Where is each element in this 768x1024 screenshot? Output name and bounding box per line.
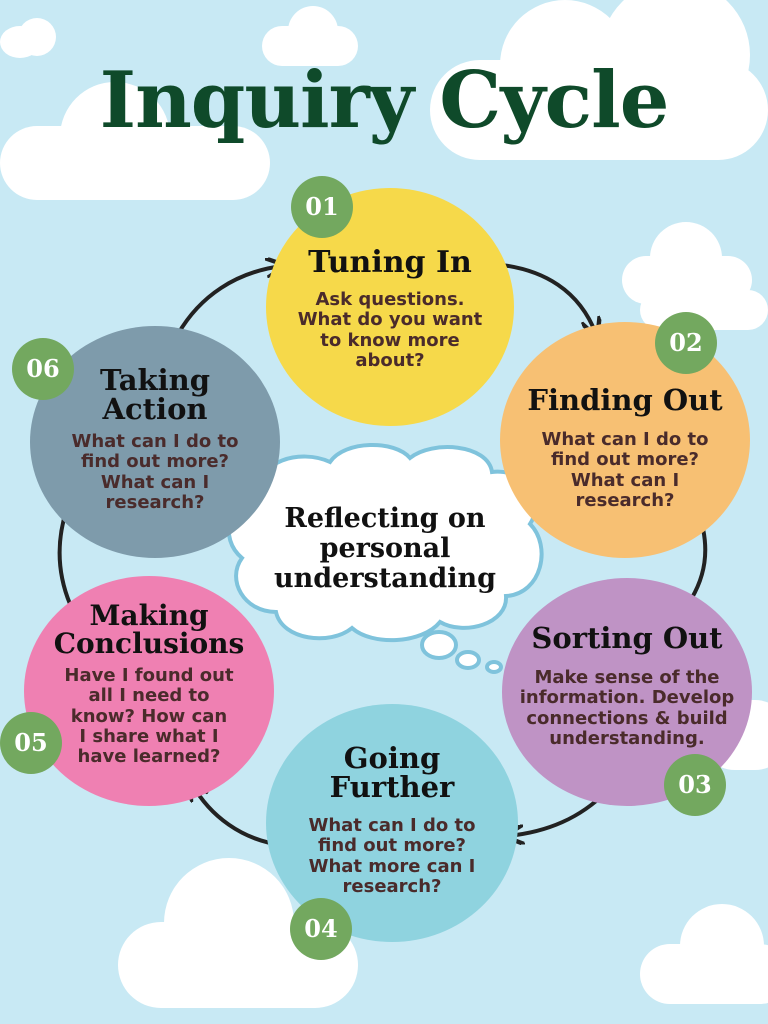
- step-description-line: research?: [575, 489, 675, 511]
- poster-title: Inquiry Cycle: [99, 55, 670, 146]
- step-title: Sorting Out: [531, 621, 723, 655]
- step-number-badge: 01: [291, 176, 353, 238]
- step-title-line: Making: [89, 599, 209, 632]
- step-number-badge: 03: [664, 754, 726, 816]
- step-description-line: information. Develop: [519, 687, 735, 709]
- step-description-line: What can I: [100, 471, 210, 493]
- step-description-line: Have I found out: [64, 665, 234, 686]
- step-title: Taking Action: [30, 366, 280, 424]
- step-description-line: research?: [105, 491, 205, 513]
- background-cloud: [0, 18, 60, 58]
- step-description-line: What can I do to: [71, 431, 239, 452]
- step-title-line: Going: [343, 741, 441, 775]
- step-description-line: What more can I: [308, 855, 476, 877]
- step-number-badge: 02: [655, 312, 717, 374]
- step-description-line: What can I do to: [308, 815, 476, 836]
- step-going-further: Going Further What can I do to find out …: [266, 704, 518, 942]
- step-title: Going Further: [266, 744, 518, 802]
- step-description-line: What can I do to: [541, 429, 709, 450]
- step-description: What can I do to find out more? What mor…: [266, 815, 518, 897]
- step-title: Making Conclusions: [24, 602, 274, 658]
- step-title-line: Action: [102, 392, 208, 426]
- step-description-line: find out more?: [80, 451, 229, 473]
- step-title-line: Further: [329, 770, 455, 804]
- step-description-line: connections & build: [526, 707, 728, 729]
- step-description: Have I found out all I need to know? How…: [24, 665, 274, 768]
- step-description-line: understanding.: [549, 727, 705, 749]
- step-description-line: Make sense of the: [534, 667, 720, 688]
- arrow-01-to-02: [490, 262, 596, 334]
- step-description: What can I do to find out more? What can…: [30, 431, 280, 513]
- step-description-line: have learned?: [77, 746, 221, 768]
- step-description-line: Ask questions.: [315, 289, 465, 310]
- step-making-conclusions: Making Conclusions Have I found out all …: [24, 576, 274, 806]
- background-cloud: [0, 82, 270, 200]
- background-cloud: [430, 0, 768, 160]
- step-description-line: to know more: [320, 329, 460, 351]
- background-cloud: [640, 904, 768, 1004]
- step-number-badge: 04: [290, 898, 352, 960]
- step-description-line: find out more?: [550, 449, 699, 471]
- step-sorting-out: Sorting Out Make sense of the informatio…: [502, 578, 752, 806]
- step-description-line: about?: [355, 349, 425, 371]
- step-description: Make sense of the information. Develop c…: [502, 667, 752, 749]
- center-line: understanding: [274, 563, 496, 595]
- step-number-badge: 06: [12, 338, 74, 400]
- step-description-line: find out more?: [317, 835, 466, 857]
- step-number-badge: 05: [0, 712, 62, 774]
- step-description-line: all I need to: [88, 685, 210, 707]
- step-description: What can I do to find out more? What can…: [500, 429, 750, 511]
- step-description-line: What can I: [570, 469, 680, 491]
- step-title-line: Conclusions: [53, 627, 245, 660]
- step-title: Finding Out: [527, 383, 723, 417]
- center-line: Reflecting on: [284, 503, 486, 534]
- step-description-line: know? How can: [70, 705, 228, 727]
- step-description-line: I share what I: [79, 725, 219, 747]
- arrow-06-to-01: [176, 266, 282, 336]
- step-description-line: What do you want: [297, 309, 483, 331]
- background-cloud: [262, 6, 358, 66]
- step-title-line: Taking: [99, 363, 211, 397]
- center-reflection-text: Reflecting on personal understanding: [244, 503, 526, 595]
- step-description: Ask questions. What do you want to know …: [266, 289, 514, 371]
- step-title: Tuning In: [308, 245, 472, 280]
- step-description-line: research?: [342, 875, 442, 897]
- center-line: personal: [319, 533, 451, 565]
